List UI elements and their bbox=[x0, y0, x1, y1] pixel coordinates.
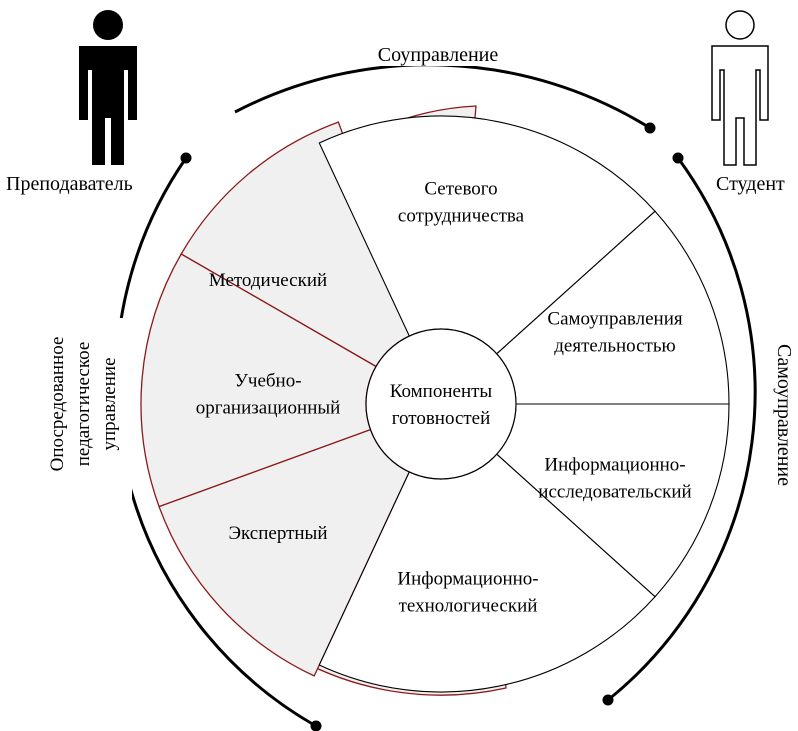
arc-selfmanagement-end bbox=[602, 694, 614, 706]
center-label-2: готовностей bbox=[392, 408, 491, 429]
student-label-network-line-2: сотрудничества bbox=[398, 206, 525, 227]
label-selfmanagement: Самоуправление bbox=[773, 344, 795, 486]
center-label-1: Компоненты bbox=[390, 381, 493, 402]
label-comanagement: Соуправление bbox=[378, 44, 499, 66]
student-label-research-line-2: исследовательский bbox=[538, 482, 691, 503]
label-student: Студент bbox=[716, 173, 785, 195]
teacher-figure-icon bbox=[79, 10, 137, 165]
student-label-tech-line-2: технологический bbox=[399, 596, 538, 617]
teacher-label-methodical-line-1: Методический bbox=[209, 270, 327, 291]
arc-mediated-start bbox=[180, 152, 192, 164]
label-mediated-1: Опосредованное bbox=[47, 337, 68, 472]
student-label-network-line-1: Сетевого bbox=[424, 179, 497, 200]
center-circle bbox=[365, 328, 517, 480]
student-label-research-line-1: Информационно- bbox=[544, 455, 685, 476]
label-mediated-2: педагогическое bbox=[73, 342, 94, 467]
label-mediated-3: управление bbox=[99, 357, 120, 450]
student-label-tech-line-1: Информационно- bbox=[397, 569, 538, 590]
arc-mediated-end bbox=[310, 720, 322, 731]
student-label-selfmgmt-line-1: Самоуправления bbox=[547, 309, 682, 330]
arc-comanagement-end bbox=[644, 122, 656, 134]
student-label-selfmgmt-line-2: деятельностью bbox=[554, 336, 675, 357]
arc-selfmanagement-start bbox=[672, 152, 684, 164]
teacher-label-expert-line-1: Экспертный bbox=[229, 523, 328, 544]
student-figure-icon bbox=[711, 10, 769, 166]
label-teacher: Преподаватель bbox=[6, 173, 133, 195]
teacher-label-org-line-1: Учебно- bbox=[234, 371, 301, 392]
teacher-label-org-line-2: организационный bbox=[196, 398, 341, 419]
arc-selfmanagement bbox=[607, 157, 757, 702]
